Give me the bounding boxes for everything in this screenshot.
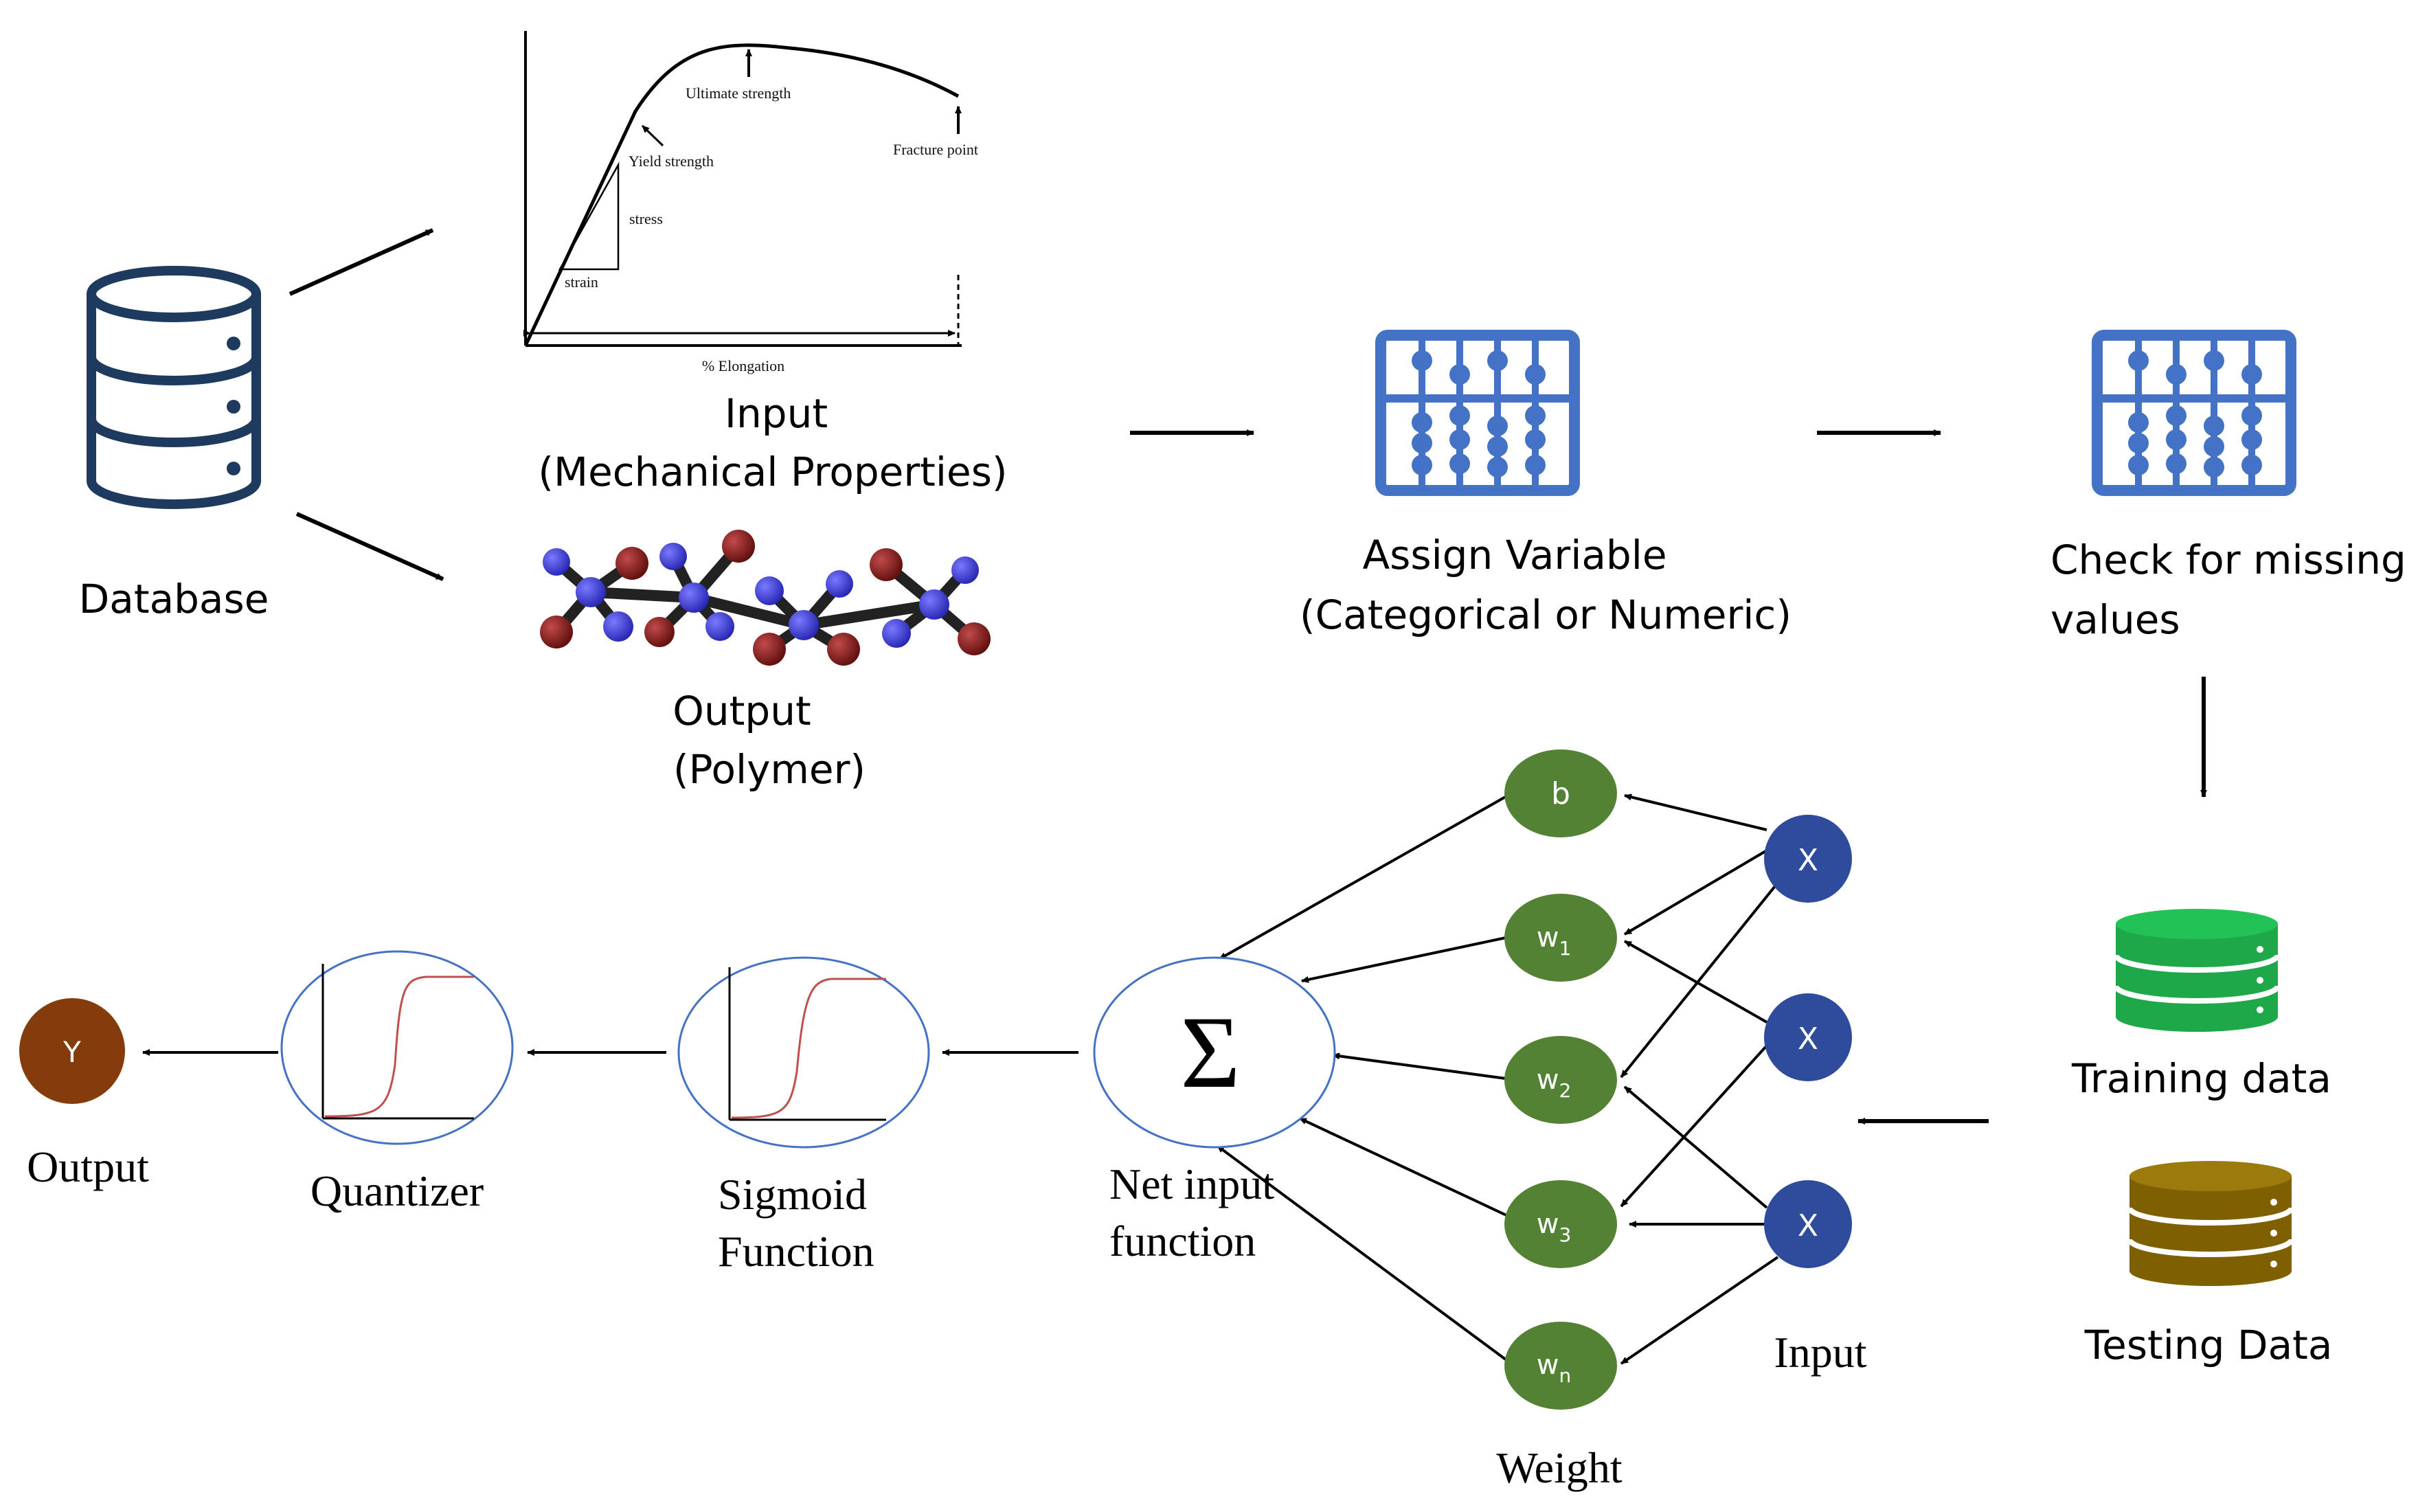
abacus-icon [2092,330,2296,496]
weight-node-w3: w3 [1504,1180,1617,1268]
svg-text:X: X [1798,1022,1818,1057]
testing-data-label: Testing Data [2084,1322,2333,1368]
weight-node-wn: wn [1504,1322,1617,1410]
yield-strength-label: Yield strength [629,153,714,170]
input-label-line2: (Mechanical Properties) [538,449,1007,495]
assign-variable-line2: (Categorical or Numeric) [1300,591,1792,638]
weight-label: Weight [1496,1443,1622,1492]
assign-variable-line1: Assign Variable [1362,532,1666,578]
fracture-point-label: Fracture point [893,141,978,158]
sigmoid-label-line2: Function [718,1227,874,1276]
check-missing-line2: values [2050,596,2180,643]
bias-node: b [1504,749,1617,837]
svg-text:X: X [1798,843,1818,878]
final-output-label: Output [27,1142,149,1191]
quantizer-node [280,950,514,1145]
sigmoid-node [677,956,930,1149]
input-node-x2: X [1764,993,1852,1081]
sigmoid-label-line1: Sigmoid [718,1170,867,1219]
check-missing-line1: Check for missing [2050,537,2406,583]
network-connections [1216,793,1779,1365]
weight-node-w1: w1 [1504,894,1617,982]
arrow-db-to-input [289,228,434,296]
input-label-line1: Input [725,390,828,437]
polymer-molecule-image [540,530,991,666]
net-input-label-line2: function [1109,1217,1256,1265]
input-node-x3: X [1764,1180,1852,1268]
training-data-label: Training data [2071,1055,2331,1102]
svg-text:wn: wn [1537,1349,1571,1387]
arrow-db-to-output [295,512,444,581]
output-label-line1: Output [673,688,811,734]
testing-data-icon [2127,1161,2294,1286]
stress-label: stress [629,210,663,227]
abacus-icon [1375,330,1580,496]
output-label-line2: (Polymer) [673,746,866,793]
net-input-label-line1: Net input [1109,1160,1274,1208]
svg-text:Σ: Σ [1180,995,1240,1109]
input-nodes-label: Input [1774,1328,1866,1377]
database-label: Database [79,576,269,622]
weight-node-w2: w2 [1504,1036,1617,1124]
svg-text:w1: w1 [1537,922,1572,960]
ultimate-strength-label: Ultimate strength [686,84,791,102]
svg-text:Y: Y [63,1035,81,1069]
training-data-icon [2113,909,2281,1032]
stress-strain-curve [523,31,962,347]
svg-text:b: b [1551,776,1570,811]
svg-text:w2: w2 [1537,1064,1572,1102]
svg-text:w3: w3 [1537,1208,1572,1246]
output-node: Y [19,998,125,1104]
input-node-x1: X [1764,815,1852,903]
svg-text:X: X [1798,1208,1818,1243]
database-icon [87,266,261,509]
quantizer-label: Quantizer [310,1166,484,1215]
strain-label: strain [565,273,598,291]
summation-node: Σ [1093,956,1336,1149]
elongation-label: % Elongation [702,357,784,374]
